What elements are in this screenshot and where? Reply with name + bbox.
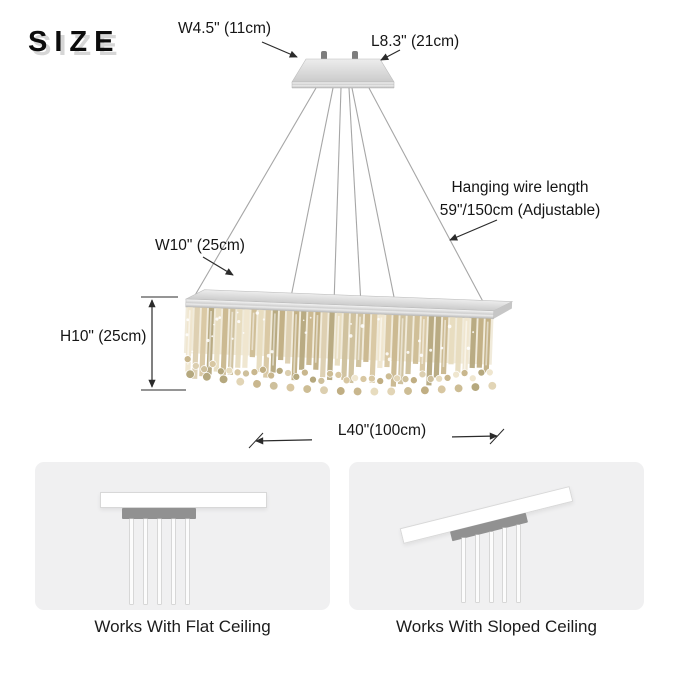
sloped-ceiling-caption: Works With Sloped Ceiling (396, 617, 597, 636)
fixture-length-label: L40"(100cm) (312, 421, 452, 441)
size-label: SIZE (28, 26, 121, 58)
wire-length-line1: Hanging wire length (451, 179, 589, 196)
sloped-wire (476, 535, 479, 602)
canopy-width-label: W4.5" (11cm) (177, 20, 272, 37)
flat-canopy-mount (122, 508, 196, 519)
fixture-width-arrow (202, 256, 234, 276)
sloped-wire (462, 538, 465, 602)
wire-length-line2: 59"/150cm (Adjustable) (439, 202, 601, 220)
sloped-wire (490, 532, 493, 602)
wire-length-label: Hanging wire length 59"/150cm (Adjustabl… (424, 176, 616, 223)
sloped-wire (503, 528, 506, 602)
fixture-width-label: W10" (25cm) (155, 237, 245, 254)
canopy-length-arrow (380, 49, 401, 61)
canopy-screw-icon (352, 51, 358, 61)
flat-ceiling-card (35, 462, 330, 610)
flat-wire (144, 519, 147, 604)
flat-wire (130, 519, 133, 604)
fixture-height-label: H10" (25cm) (60, 328, 147, 345)
chandelier-diagram (141, 41, 514, 449)
chandelier-crystals (183, 307, 497, 397)
canopy-screw-icon (321, 51, 327, 61)
wire-length-arrow (449, 219, 498, 241)
ceiling-canopy (291, 51, 395, 89)
hanging-wires (193, 87, 489, 312)
sloped-wire (517, 525, 520, 602)
flat-wire (158, 519, 161, 604)
flat-wire (186, 519, 189, 604)
sloped-ceiling-slab (399, 486, 574, 544)
canopy-length-label: L8.3" (21cm) (371, 33, 460, 50)
chandelier-fixture (183, 289, 514, 397)
flat-ceiling-slab (100, 492, 267, 508)
canopy-width-arrow (261, 41, 298, 58)
flat-wire (172, 519, 175, 604)
sloped-ceiling-card (349, 462, 644, 610)
flat-ceiling-caption: Works With Flat Ceiling (94, 617, 271, 636)
